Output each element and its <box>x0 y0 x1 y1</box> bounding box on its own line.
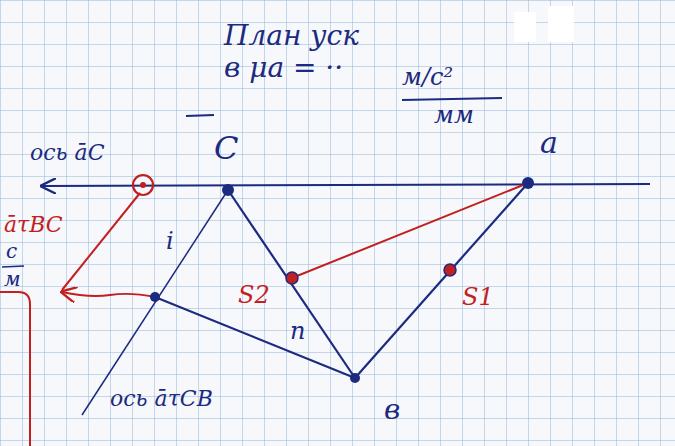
fraction-bar <box>402 98 502 100</box>
vector-bar <box>186 115 214 116</box>
unit-letter: м <box>4 268 21 291</box>
axis-label: ось āτCB <box>110 386 213 411</box>
vector-label: āτBC <box>4 212 63 237</box>
point-label: i <box>166 228 174 256</box>
point-label: a <box>540 126 558 161</box>
point-label: в <box>384 394 400 426</box>
vector-arrow <box>62 292 155 297</box>
scale-unit: мм <box>434 102 474 130</box>
point-label: n <box>290 318 305 346</box>
vector-line <box>155 297 355 378</box>
fraction-bar <box>2 266 24 267</box>
point-marker <box>522 177 534 189</box>
point-label: S1 <box>462 284 494 312</box>
axis-label: ось āC <box>30 140 105 165</box>
unit-letter: c <box>6 240 17 263</box>
point-marker <box>140 182 146 188</box>
white-patch <box>514 12 536 42</box>
bracket <box>0 292 30 446</box>
point-marker <box>286 272 298 284</box>
vector-line <box>292 183 528 278</box>
vector-line <box>355 183 528 378</box>
scale-unit: м/с² <box>402 64 453 92</box>
white-patch <box>548 6 574 42</box>
point-marker <box>350 373 360 383</box>
point-label: C <box>214 130 238 167</box>
point-marker <box>150 292 160 302</box>
point-label: S2 <box>238 282 270 310</box>
point-marker <box>444 264 456 276</box>
point-marker <box>133 175 153 195</box>
vector-line <box>228 190 355 378</box>
axis-line <box>82 190 228 415</box>
plan-title: План уск в μa = ·· <box>224 20 374 84</box>
point-marker <box>222 184 234 196</box>
vector-line <box>62 193 140 290</box>
